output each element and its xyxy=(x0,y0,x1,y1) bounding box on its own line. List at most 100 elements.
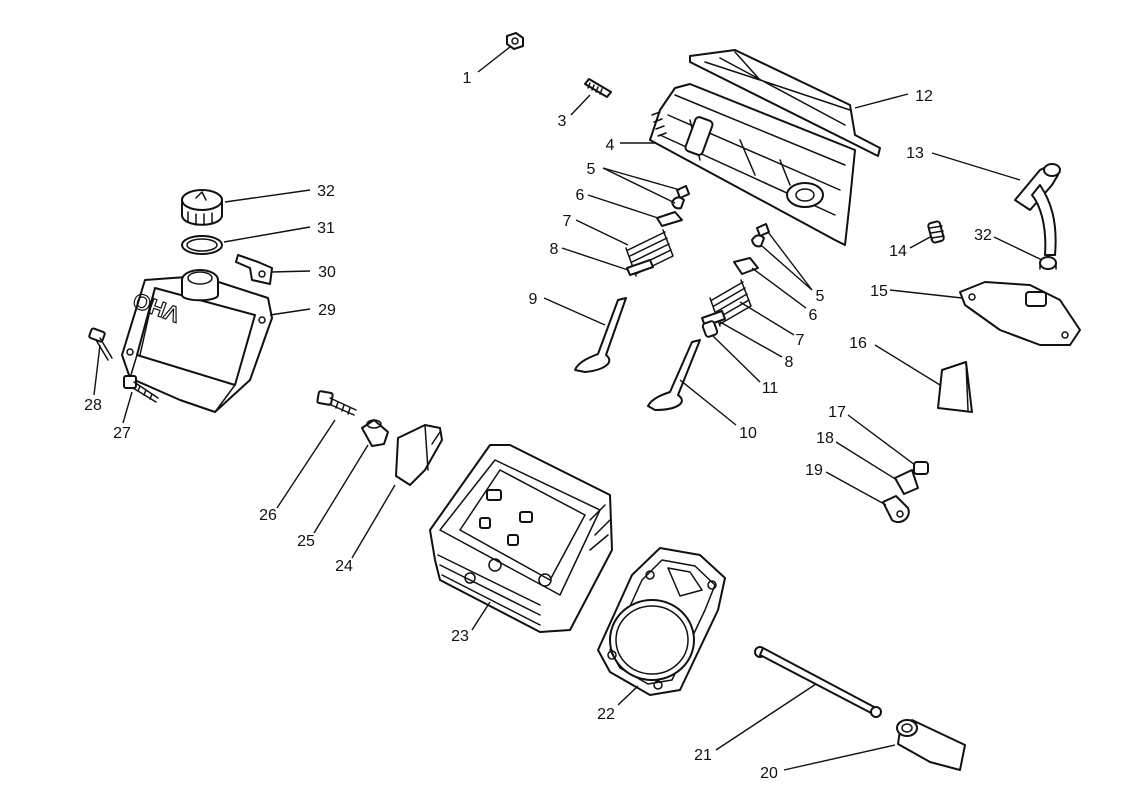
callout-label: 6 xyxy=(576,187,585,204)
leader-lines xyxy=(93,46,1043,771)
leader-10 xyxy=(679,379,737,426)
callout-label: 21 xyxy=(694,747,712,764)
leader-32a xyxy=(224,189,311,203)
part-ring-lug xyxy=(882,495,910,524)
leader-7a xyxy=(575,219,629,246)
callout-labels: 1 3 4 5 6 7 8 9 12 13 14 32 15 5 6 7 8 1… xyxy=(84,70,992,782)
part-wedge xyxy=(937,361,973,413)
callout-label: 15 xyxy=(870,283,888,300)
part-valve-keepers-right xyxy=(751,223,770,248)
part-valve-retainer-left xyxy=(656,211,683,227)
callout-label: 1 xyxy=(463,70,472,87)
part-rocker-arm xyxy=(395,424,443,486)
callout-label: 20 xyxy=(760,765,778,782)
callout-label: 3 xyxy=(558,113,567,130)
part-head-cover-plate xyxy=(689,49,881,157)
part-bolt-long xyxy=(123,375,159,403)
part-head-gasket xyxy=(597,547,726,696)
part-valve-keepers-left xyxy=(671,185,690,210)
callout-label: 19 xyxy=(805,462,823,479)
part-valve-retainer-right xyxy=(733,257,759,275)
leader-31 xyxy=(223,226,311,243)
part-tube-clamp xyxy=(1039,256,1057,270)
callout-label: 17 xyxy=(828,404,846,421)
part-filler-cap xyxy=(181,189,223,226)
leader-5a-2 xyxy=(602,167,676,204)
callout-label: 11 xyxy=(762,380,779,397)
leader-5b-2 xyxy=(761,245,813,291)
callout-label: 10 xyxy=(739,425,757,442)
part-valve-spring-right xyxy=(709,279,752,327)
leader-25 xyxy=(313,444,369,534)
leader-23 xyxy=(471,601,491,631)
part-push-rod xyxy=(754,646,882,718)
callout-label: 5 xyxy=(816,288,825,305)
part-bolt-short xyxy=(88,327,113,361)
callout-label: 6 xyxy=(809,307,818,324)
leader-17 xyxy=(847,414,916,466)
leader-8a xyxy=(561,247,629,271)
callout-label: 28 xyxy=(84,397,102,414)
leader-26 xyxy=(276,419,336,509)
part-nut xyxy=(506,32,524,50)
callout-label: 26 xyxy=(259,507,277,524)
part-tappet xyxy=(361,419,389,447)
callout-label: 22 xyxy=(597,706,615,723)
leader-29 xyxy=(269,308,311,316)
callout-label: 16 xyxy=(849,335,867,352)
leader-12 xyxy=(854,93,909,109)
callout-label: 24 xyxy=(335,558,353,575)
callout-label: 23 xyxy=(451,628,469,645)
leader-5b-1 xyxy=(767,231,813,291)
leader-11 xyxy=(711,334,761,383)
callout-label: 12 xyxy=(915,88,933,105)
part-screw-small xyxy=(913,461,929,475)
part-cylinder-head xyxy=(429,444,613,633)
callout-label: 14 xyxy=(889,243,907,260)
leader-6a xyxy=(587,194,659,219)
leader-18 xyxy=(835,441,898,481)
part-valve-spring-left xyxy=(625,229,674,277)
part-breather-cover xyxy=(959,281,1081,346)
leader-14 xyxy=(909,235,933,249)
leader-32b xyxy=(993,236,1043,261)
leader-27 xyxy=(122,391,133,424)
part-valve-seal-left xyxy=(626,259,654,276)
part-fitting xyxy=(927,220,945,244)
leader-28 xyxy=(93,344,101,396)
leader-21 xyxy=(715,683,817,751)
part-rocker-housing xyxy=(649,83,856,246)
leader-16 xyxy=(874,344,941,386)
callout-label: 30 xyxy=(318,264,336,281)
callout-label: 5 xyxy=(587,161,596,178)
leader-1 xyxy=(477,46,511,73)
part-breather-tube xyxy=(1014,163,1061,256)
leader-22 xyxy=(617,685,639,706)
callout-label: 8 xyxy=(550,241,559,258)
part-valve-right xyxy=(647,339,701,411)
callout-label: 7 xyxy=(563,213,572,230)
leader-7b xyxy=(739,301,795,336)
callout-label: 7 xyxy=(796,332,805,349)
part-o-ring xyxy=(181,235,223,255)
callout-label: 4 xyxy=(606,137,615,154)
callout-label: 13 xyxy=(906,145,924,162)
part-stud xyxy=(584,78,612,98)
part-head-bolt xyxy=(316,390,357,416)
part-elbow-fitting xyxy=(894,469,919,495)
callout-label: 8 xyxy=(785,354,794,371)
leader-20 xyxy=(783,744,896,771)
callout-label: 27 xyxy=(113,425,131,442)
leader-5a-1 xyxy=(602,167,681,191)
leader-3 xyxy=(570,94,591,116)
part-valve-left xyxy=(574,297,627,373)
leader-19 xyxy=(825,471,887,506)
callout-label: 32 xyxy=(974,227,992,244)
callout-label: 31 xyxy=(317,220,335,237)
leader-13 xyxy=(931,152,1021,181)
callout-label: 32 xyxy=(317,183,335,200)
part-valve-cover: OHV xyxy=(121,269,273,413)
part-cam-follower xyxy=(896,719,966,771)
leader-6b xyxy=(751,267,807,309)
